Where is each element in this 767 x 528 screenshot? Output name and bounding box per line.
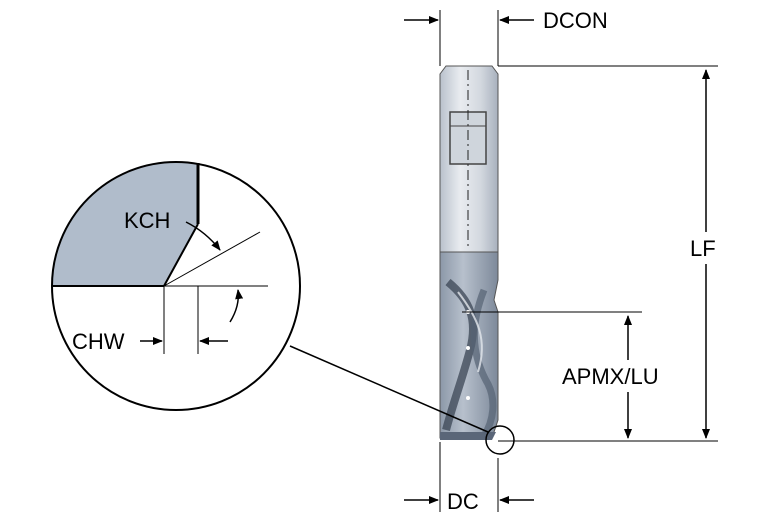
apmx-lu-dimension: APMX/LU [462, 311, 718, 442]
label-dcon: DCON [543, 8, 608, 33]
label-dc: DC [447, 489, 479, 514]
tip-detail-marker [485, 425, 515, 455]
label-apmx-lu: APMX/LU [562, 364, 659, 389]
dcon-dimension: DCON [404, 8, 608, 66]
dc-dimension: DC [404, 442, 534, 514]
detail-leader-line [289, 345, 489, 433]
label-kch: KCH [124, 208, 170, 233]
magnified-detail-view: KCH CHW [51, 161, 301, 411]
end-mill-tool [439, 65, 499, 440]
label-lf: LF [690, 236, 716, 261]
label-chw: CHW [72, 329, 125, 354]
lf-dimension: LF [498, 65, 718, 439]
